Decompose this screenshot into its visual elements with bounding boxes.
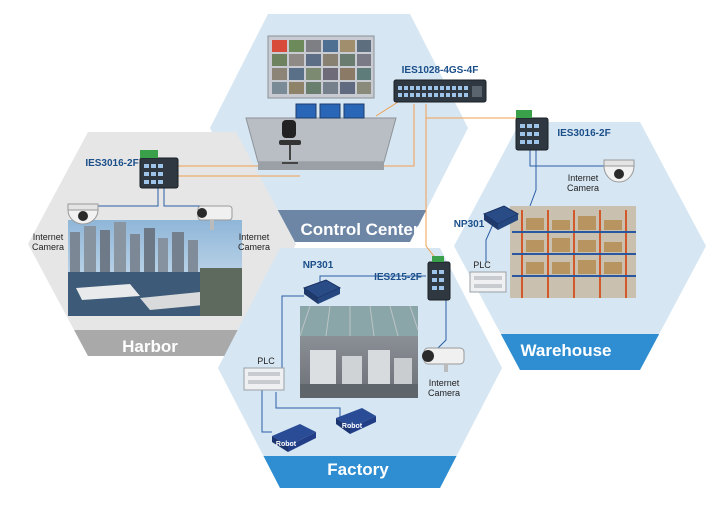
robot-icon: Robot bbox=[272, 424, 316, 452]
factory-switch-label: IES215-2F bbox=[374, 272, 422, 283]
warehouse-plc-caption: PLC bbox=[473, 260, 491, 270]
office-chair-icon bbox=[279, 120, 301, 164]
video-wall bbox=[267, 35, 375, 99]
core-switch-label: IES1028-4GS-4F bbox=[402, 65, 479, 76]
ship-shape bbox=[140, 292, 214, 310]
factory-switch-icon bbox=[427, 256, 451, 301]
warehouse-cam-caption-1: Internet bbox=[568, 173, 599, 183]
robot-caption: Robot bbox=[342, 423, 363, 430]
dome-camera-icon bbox=[67, 203, 99, 225]
warehouse-title: Warehouse bbox=[520, 341, 611, 360]
warehouse-server-link bbox=[529, 148, 537, 207]
harbor-cam-left-caption-1: Internet bbox=[33, 232, 64, 242]
factory-robot1-link bbox=[261, 384, 272, 433]
harbor-cam-left-caption-2: Camera bbox=[32, 242, 64, 252]
factory-robot2-link bbox=[275, 392, 341, 418]
console-monitor bbox=[319, 103, 341, 119]
harbor-switch-label: IES3016-2F bbox=[85, 158, 138, 169]
warehouse-server-label: NP301 bbox=[454, 219, 485, 230]
harbor-switch-icon bbox=[139, 150, 179, 189]
core-switch-icon bbox=[393, 79, 487, 103]
ship-shape bbox=[76, 284, 140, 300]
dome-camera-icon bbox=[603, 159, 635, 183]
harbor-photo bbox=[68, 220, 242, 316]
harbor-cam-left-link bbox=[84, 186, 159, 207]
control-center-title: Control Center bbox=[301, 220, 420, 239]
core-to-harbor-link bbox=[172, 104, 415, 167]
factory-photo bbox=[299, 305, 419, 398]
warehouse-plc-link bbox=[485, 221, 495, 262]
factory-plc-caption: PLC bbox=[257, 356, 275, 366]
console-monitor bbox=[295, 103, 317, 119]
console-monitor bbox=[343, 103, 365, 119]
harbor-title: Harbor bbox=[122, 337, 178, 356]
harbor-cam-right-link bbox=[163, 186, 214, 207]
serial-server-icon bbox=[302, 279, 342, 304]
warehouse-photo bbox=[510, 206, 636, 298]
robot-icon: Robot bbox=[336, 408, 376, 434]
video-wall-screens bbox=[272, 40, 371, 94]
console-to-core-link bbox=[375, 101, 399, 117]
factory-server-label: NP301 bbox=[303, 260, 334, 271]
harbor-cam-right-caption-1: Internet bbox=[239, 232, 270, 242]
factory-cam-caption-2: Camera bbox=[428, 388, 460, 398]
factory-title: Factory bbox=[327, 460, 389, 479]
factory-server-link bbox=[319, 275, 426, 282]
harbor-cam-right-caption-2: Camera bbox=[238, 242, 270, 252]
plc-icon bbox=[243, 367, 285, 391]
plc-icon bbox=[469, 271, 507, 293]
bullet-camera-icon bbox=[197, 205, 233, 230]
serial-server-icon bbox=[482, 205, 520, 230]
warehouse-cam-caption-2: Camera bbox=[567, 183, 599, 193]
bullet-camera-icon bbox=[422, 347, 465, 372]
factory-cam-link bbox=[435, 300, 447, 351]
warehouse-cam-link bbox=[529, 148, 616, 167]
factory-cam-caption-1: Internet bbox=[429, 378, 460, 388]
robot-caption: Robot bbox=[276, 441, 297, 448]
warehouse-switch-label: IES3016-2F bbox=[557, 128, 610, 139]
warehouse-switch-icon bbox=[515, 110, 549, 151]
